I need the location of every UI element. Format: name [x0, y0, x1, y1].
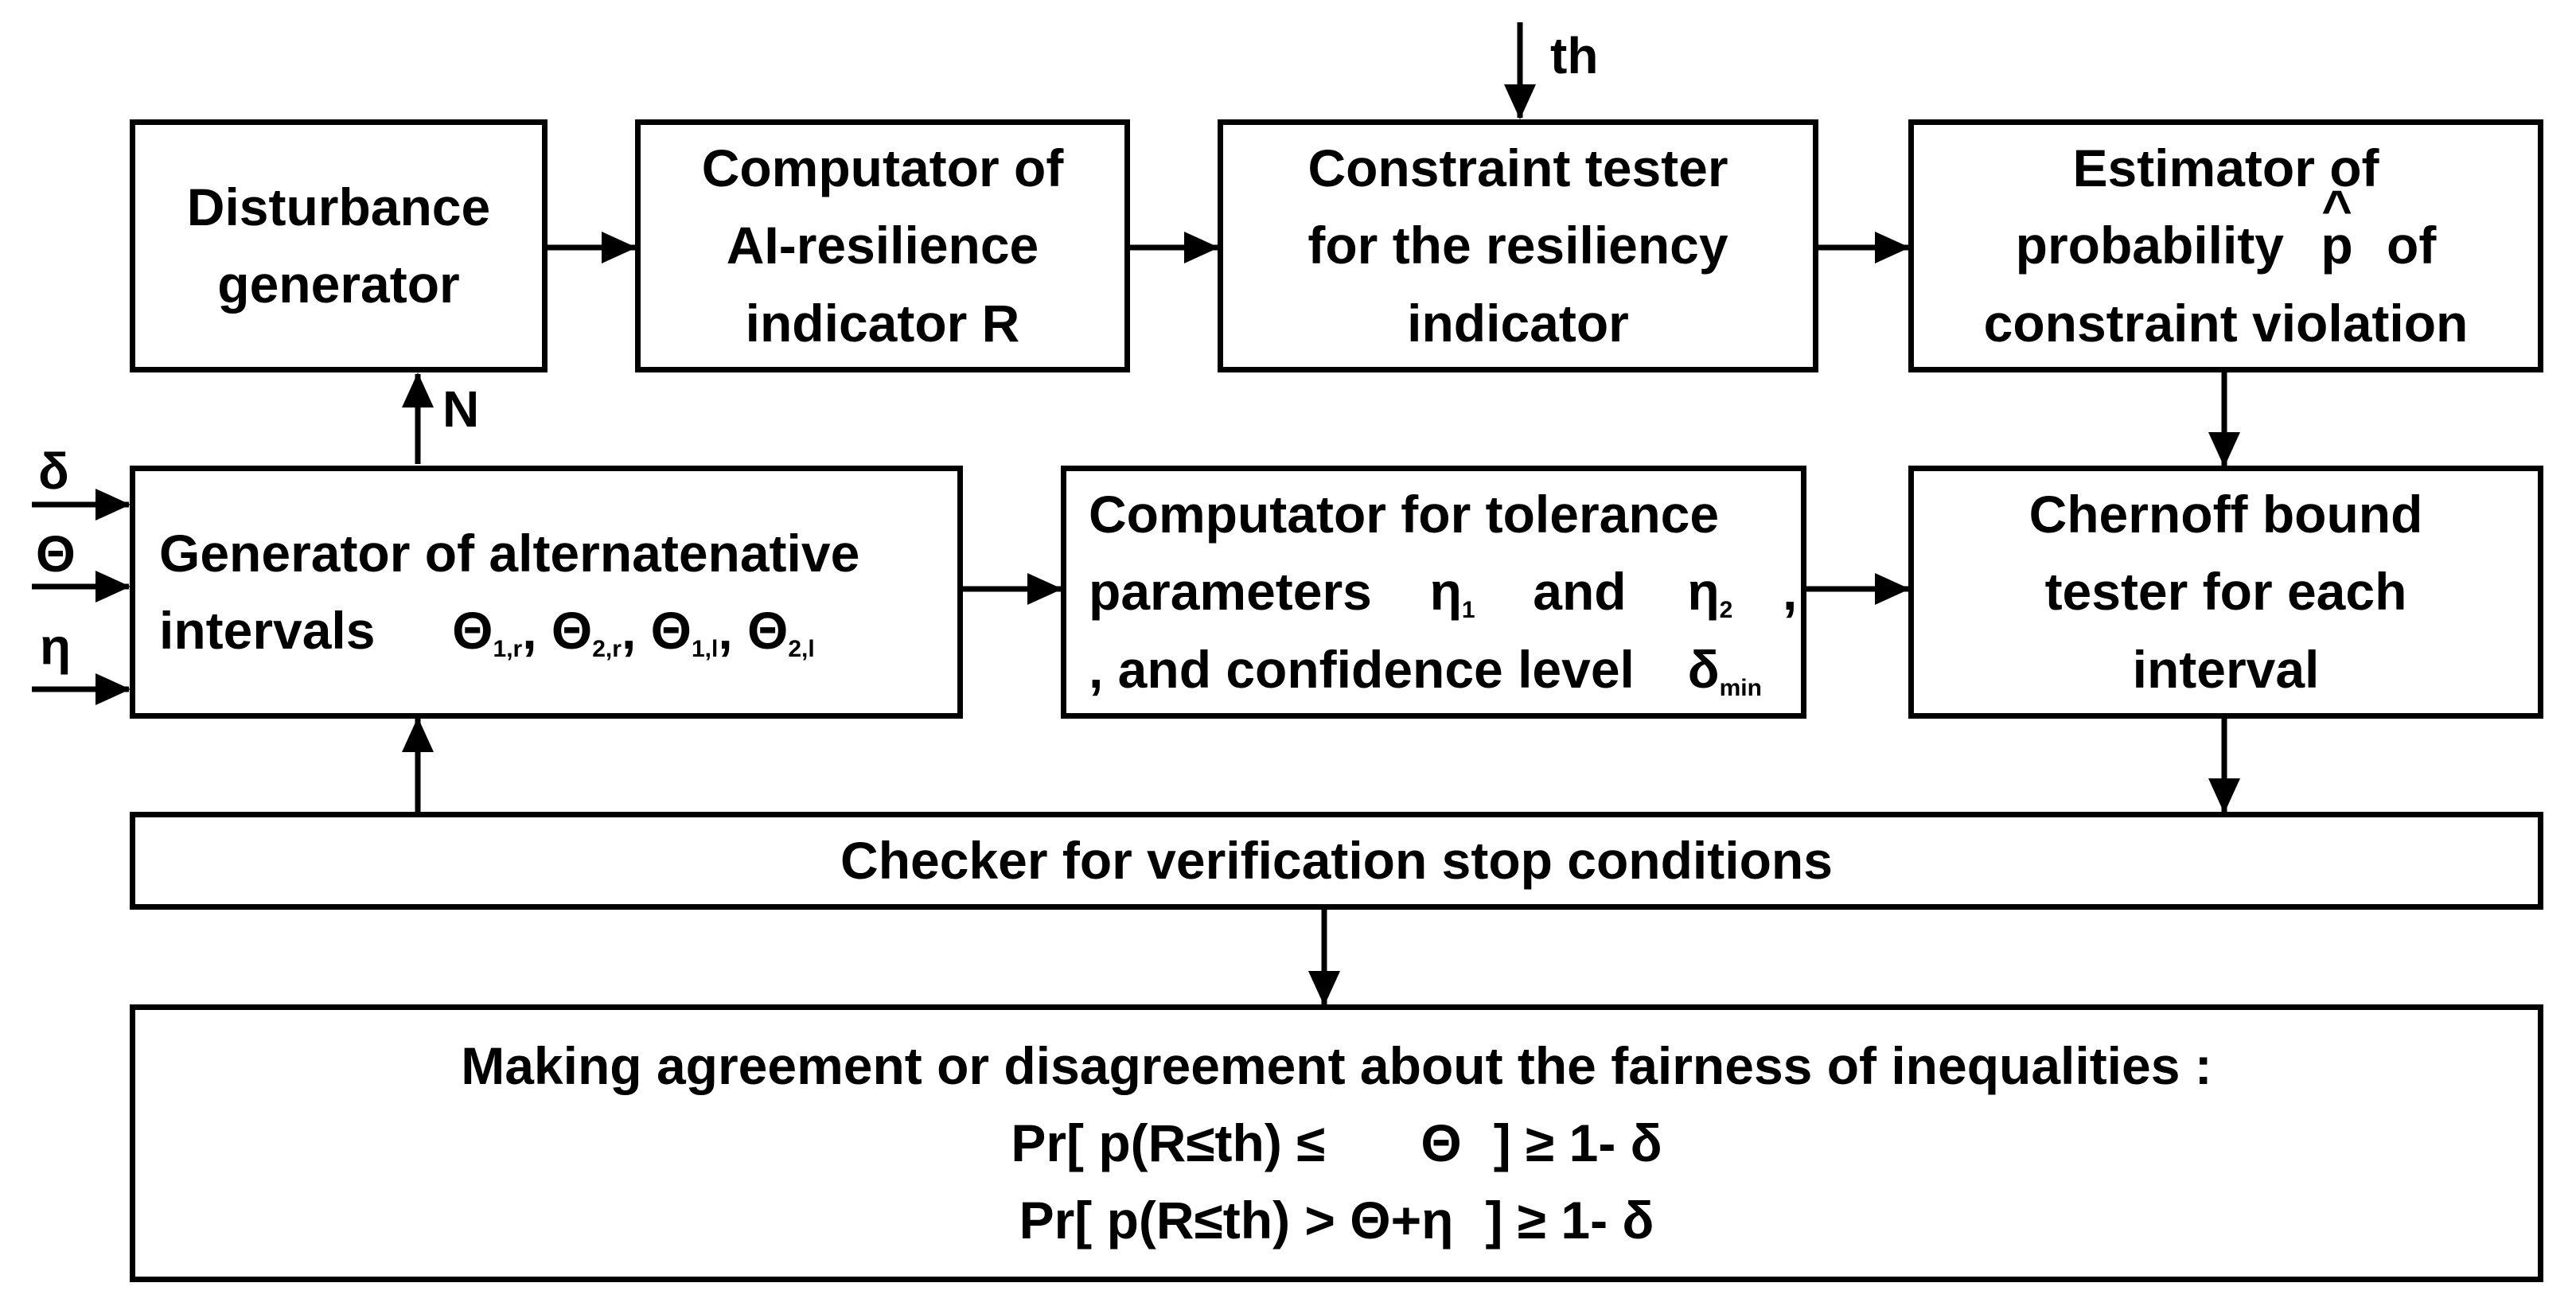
estimator-line-1: Estimator of	[2072, 138, 2379, 198]
constraint-line-3: indicator	[1407, 293, 1629, 353]
agreement-decision-block: Making agreement or disagreement about t…	[130, 1004, 2543, 1282]
input-label-th: th	[1550, 27, 1599, 84]
theta-2l: Θ2,l	[747, 601, 815, 662]
p-letter: p	[2321, 216, 2353, 275]
ai-resilience-computator-block: Computator of AI-resilience indicator R	[635, 119, 1130, 372]
chernoff-line-1: Chernoff bound	[2028, 485, 2423, 544]
disturbance-line-1: Disturbance	[186, 177, 491, 236]
computator-line-1: Computator of	[701, 138, 1064, 198]
chernoff-line-2: tester for each	[2044, 562, 2407, 622]
estimator-probability-word: probability	[2015, 216, 2285, 275]
estimator-of-word: of	[2387, 216, 2437, 275]
theta-1l: Θ1,l	[650, 601, 719, 662]
constraint-line-1: Constraint tester	[1307, 138, 1728, 198]
agreement-heading: Making agreement or disagreement about t…	[461, 1035, 2212, 1095]
constraint-line-2: for the resiliency	[1307, 216, 1728, 275]
computator-line-3: indicator R	[745, 293, 1020, 353]
generator-line-2: intervals Θ1,r, Θ2,r, Θ1,l, Θ2,l	[159, 601, 815, 662]
stop-condition-checker-block: Checker for verification stop conditions	[130, 812, 2543, 910]
tolerance-parameters-word: parameters	[1089, 562, 1372, 622]
disturbance-line-2: generator	[217, 255, 460, 314]
tolerance-line-2: parameters η1 and η2 ,	[1089, 562, 1798, 624]
chernoff-line-3: interval	[2132, 639, 2320, 699]
theta-1r: Θ1,r	[452, 601, 523, 662]
chernoff-bound-tester-block: Chernoff bound tester for each interval	[1908, 466, 2543, 719]
checker-text: Checker for verification stop conditions	[840, 830, 1833, 890]
estimator-line-3: constraint violation	[1983, 293, 2469, 353]
confidence-level-text: , and confidence level	[1089, 639, 1635, 699]
inequality-1: Pr[ p(R≤th) ≤Θ] ≥ 1- δ	[1011, 1113, 1662, 1172]
tolerance-and-word: and	[1533, 562, 1627, 622]
estimator-line-2: probability ^ p of	[2015, 179, 2437, 284]
input-label-theta: Θ	[36, 525, 76, 583]
tolerance-line-3: , and confidence level δmin	[1089, 631, 1762, 708]
input-label-delta: δ	[38, 443, 69, 500]
constraint-tester-block: Constraint tester for the resiliency ind…	[1218, 119, 1818, 372]
p-hat-symbol: ^ p	[2321, 179, 2353, 284]
disturbance-generator-block: Disturbance generator	[130, 119, 548, 372]
input-label-eta: η	[40, 618, 72, 675]
inequality-2: Pr[ p(R≤th) > Θ+η] ≥ 1- δ	[1019, 1191, 1654, 1250]
generator-line-1: Generator of alternatenative	[159, 523, 860, 583]
eta-1: η1	[1429, 562, 1475, 624]
hat-accent: ^	[2321, 179, 2352, 239]
eta-2: η2	[1687, 562, 1733, 624]
delta-min: δmin	[1687, 639, 1762, 701]
probability-estimator-block: Estimator of probability ^ p of constrai…	[1908, 119, 2543, 372]
tolerance-line-1: Computator for tolerance	[1089, 485, 1720, 544]
interval-generator-block: Generator of alternatenative intervals Θ…	[130, 466, 963, 719]
theta-2r: Θ2,r	[551, 601, 622, 662]
computator-line-2: AI-resilience	[726, 216, 1039, 275]
generator-intervals-word: intervals	[159, 601, 376, 660]
signal-label-n: N	[442, 380, 480, 438]
tolerance-computator-block: Computator for tolerance parameters η1 a…	[1061, 466, 1806, 719]
